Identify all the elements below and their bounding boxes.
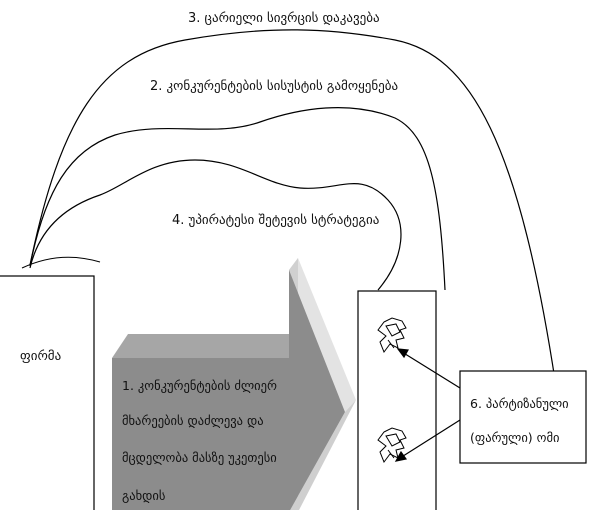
arc-strategy-4	[29, 159, 402, 291]
attack-arrow	[112, 258, 356, 510]
arc-strategy-3	[29, 29, 559, 401]
label-strategy-1-line: მცდელობა მასზე უკეთესი	[122, 450, 277, 465]
label-strategy-1-line: გახდის	[122, 488, 165, 503]
label-strategy-6-line: 6. პარტიზანული	[470, 396, 569, 411]
label-strategy-3: 3. ცარიელი სივრცის დაკავება	[188, 11, 380, 26]
competitor-icon	[377, 317, 407, 354]
guerrilla-arrows	[394, 348, 461, 462]
arc-left-connector	[21, 256, 101, 269]
label-strategy-6-line: (ფარული) ომი	[470, 430, 559, 445]
firm-box	[0, 275, 95, 510]
label-firm: ფირმა	[20, 349, 61, 364]
label-strategy-1-line: 1. კონკურენტების ძლიერ	[122, 378, 277, 393]
competitor-icon	[377, 427, 407, 464]
label-strategy-1-line: მხარეების დაძლევა და	[122, 413, 264, 428]
guerrilla-box	[459, 370, 587, 464]
label-strategy-2: 2. კონკურენტების სისუსტის გამოყენება	[150, 79, 398, 94]
label-strategy-4: 4. უპირატესი შეტევის სტრატეგია	[172, 213, 379, 228]
arc-strategy-2	[29, 106, 446, 291]
competitors-box	[357, 290, 437, 510]
